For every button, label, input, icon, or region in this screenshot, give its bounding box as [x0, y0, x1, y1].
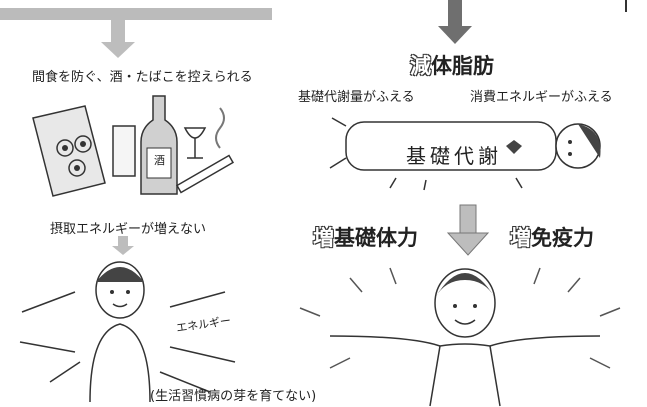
energetic-person-illustration	[299, 267, 621, 407]
top-bar	[0, 8, 272, 20]
heading-immunity-prefix: 増	[510, 226, 531, 250]
corner-tick	[625, 0, 627, 12]
caption-basal-metabolism-up: 基礎代謝量がふえる	[298, 90, 415, 105]
heading-reduce-body-fat: 減体脂肪	[410, 50, 494, 80]
caption-lifestyle-disease: (生活習慣病の芽を育てない)	[150, 389, 317, 404]
caption-intake-not-increase: 摂取エネルギーが増えない	[50, 222, 207, 237]
lying-person-illustration	[329, 117, 601, 191]
person-blocking-energy-illustration	[19, 261, 236, 403]
down-arrow-center-icon	[446, 204, 490, 256]
heading-strength-text: 基礎体力	[334, 226, 418, 250]
snacks-alcohol-tobacco-illustration	[32, 95, 235, 197]
heading-reduce-prefix: 減	[410, 54, 431, 78]
down-arrow-small-icon	[112, 236, 134, 255]
body-text-basal-metabolism: 基礎代謝	[406, 144, 502, 168]
bottle-label: 酒	[154, 154, 165, 167]
down-arrow-left-icon	[101, 20, 135, 58]
heading-increase-strength: 増基礎体力	[313, 222, 418, 252]
caption-energy-consumption-up: 消費エネルギーがふえる	[470, 90, 613, 105]
caption-prevent-snacking: 間食を防ぐ、酒・たばこを控えられる	[32, 70, 253, 85]
heading-reduce-text: 体脂肪	[431, 54, 494, 78]
heading-strength-prefix: 増	[313, 226, 334, 250]
down-arrow-right-icon	[438, 0, 472, 44]
heading-increase-immunity: 増免疫力	[510, 222, 594, 252]
heading-immunity-text: 免疫力	[531, 226, 594, 250]
